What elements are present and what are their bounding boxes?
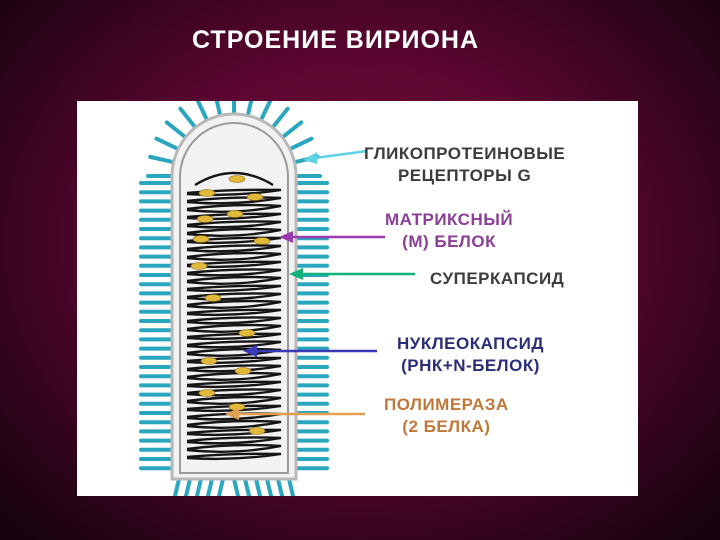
polymerase-dot xyxy=(191,263,207,270)
glycoprotein-spike xyxy=(248,101,253,116)
glycoprotein-spike xyxy=(157,139,179,149)
glycoprotein-spike xyxy=(273,109,288,128)
polymerase-label-line-1: ПОЛИМЕРАЗА xyxy=(384,394,509,416)
polymerase-label: ПОЛИМЕРАЗА (2 БЕЛКА) xyxy=(384,394,509,438)
polymerase-dot xyxy=(201,358,217,365)
glycoprotein-spike xyxy=(234,479,238,496)
polymerase-dot xyxy=(197,216,213,223)
glycoprotein-spike xyxy=(197,479,201,496)
glycoprotein-spike xyxy=(289,479,293,496)
glycoprotein-spike xyxy=(186,479,190,496)
polymerase-dot xyxy=(247,194,263,201)
glycoprotein-spike xyxy=(256,479,260,496)
nucleocapsid-label-line-1: НУКЛЕОКАПСИД xyxy=(397,333,544,355)
polymerase-dot xyxy=(254,238,270,245)
glycoprotein-spike xyxy=(150,157,173,162)
glycoprotein-spike xyxy=(261,101,271,120)
glycoprotein-spike xyxy=(215,101,220,116)
polymerase-label-line-2: (2 БЕЛКА) xyxy=(384,416,509,438)
polymerase-dot xyxy=(199,390,215,397)
supercapsid-label: СУПЕРКАПСИД xyxy=(430,268,564,290)
matrix-protein-label: МАТРИКСНЫЙ (М) БЕЛОК xyxy=(385,209,513,253)
glycoprotein-spike xyxy=(290,139,312,149)
polymerase-dot xyxy=(229,176,245,183)
supercapsid-label-line-1: СУПЕРКАПСИД xyxy=(430,268,564,290)
glycoprotein-label-line-2: РЕЦЕПТОРЫ G xyxy=(364,165,565,187)
nucleocapsid-label-line-2: (РНК+N-БЕЛОК) xyxy=(397,355,544,377)
glycoprotein-spike xyxy=(180,109,195,128)
polymerase-dot xyxy=(239,330,255,337)
glycoprotein-spike xyxy=(208,479,212,496)
glycoprotein-label: ГЛИКОПРОТЕИНОВЫЕ РЕЦЕПТОРЫ G xyxy=(364,143,565,187)
polymerase-dot xyxy=(205,295,221,302)
glycoprotein-label-line-1: ГЛИКОПРОТЕИНОВЫЕ xyxy=(364,143,565,165)
glycoprotein-spike xyxy=(219,479,223,496)
nucleocapsid-label: НУКЛЕОКАПСИД (РНК+N-БЕЛОК) xyxy=(397,333,544,377)
polymerase-dot xyxy=(193,236,209,243)
glycoprotein-spike xyxy=(267,479,271,496)
diagram-panel: ГЛИКОПРОТЕИНОВЫЕ РЕЦЕПТОРЫ G МАТРИКСНЫЙ … xyxy=(77,101,638,496)
glycoprotein-spike xyxy=(282,122,301,137)
glycoprotein-arrow xyxy=(303,151,367,164)
polymerase-dot xyxy=(227,211,243,218)
polymerase-dot xyxy=(249,428,265,435)
glycoprotein-spike xyxy=(245,479,249,496)
matrix-label-line-1: МАТРИКСНЫЙ xyxy=(385,209,513,231)
glycoprotein-spike xyxy=(175,479,179,496)
glycoprotein-spike xyxy=(167,122,186,137)
glycoprotein-spike xyxy=(197,101,207,120)
polymerase-dot xyxy=(199,190,215,197)
slide-title: СТРОЕНИЕ ВИРИОНА xyxy=(192,26,479,55)
matrix-label-line-2: (М) БЕЛОК xyxy=(385,231,513,253)
supercapsid-arrow xyxy=(289,268,415,280)
glycoprotein-spike xyxy=(278,479,282,496)
polymerase-dot xyxy=(235,368,251,375)
